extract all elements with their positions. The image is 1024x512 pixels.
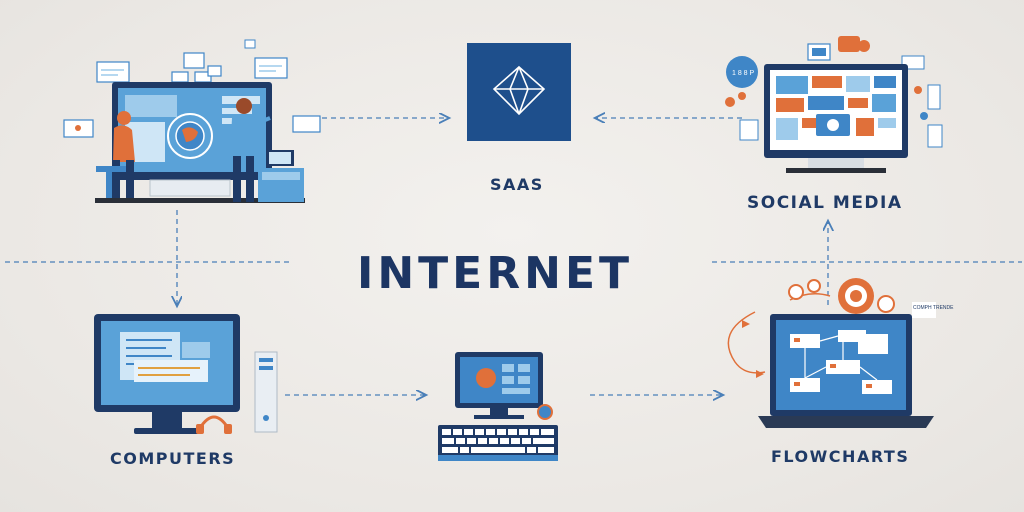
- saas-label: SAAS: [490, 175, 544, 194]
- diagram-title: INTERNET: [356, 248, 634, 299]
- globe-icon: [167, 113, 213, 159]
- computers-label: COMPUTERS: [110, 449, 236, 468]
- floating-windows: [63, 52, 321, 138]
- diamond-icon: [492, 65, 546, 116]
- saas-tile: [467, 43, 571, 141]
- social-media-label: SOCIAL MEDIA: [747, 193, 903, 213]
- social-icons: [725, 36, 943, 148]
- keyboard: [438, 425, 558, 461]
- flow-note-text: COMPH TRENDE: [913, 305, 954, 311]
- chat-bubble-text: 1 8 8 P: [732, 70, 755, 77]
- person-seated: [96, 111, 135, 198]
- flowcharts-label: FLOWCHARTS: [771, 447, 910, 466]
- chat-icon: [537, 404, 553, 420]
- person-standing: [230, 98, 271, 202]
- computer-tower: [254, 351, 278, 433]
- chat-bubble-icon: [726, 56, 758, 88]
